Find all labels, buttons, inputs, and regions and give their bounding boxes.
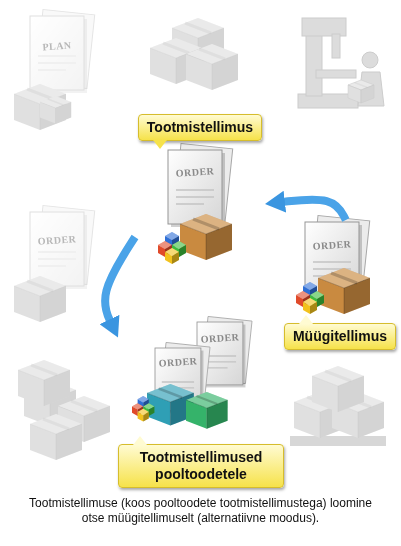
production-order-group: Tootmistellimus	[135, 114, 265, 264]
caption: Tootmistellimuse (koos pooltoodete tootm…	[25, 496, 376, 526]
document-label: PLAN	[42, 39, 72, 52]
callout-label: Tootmistellimus	[138, 114, 262, 141]
flow-arrow	[105, 237, 135, 325]
callout-label: Tootmistellimused pooltoodetele	[118, 444, 284, 488]
flow-arrow	[279, 200, 346, 220]
semi-product-orders-group: Tootmistellimused pooltoodetele	[118, 300, 284, 488]
callout-label: Müügitellimus	[284, 323, 396, 350]
